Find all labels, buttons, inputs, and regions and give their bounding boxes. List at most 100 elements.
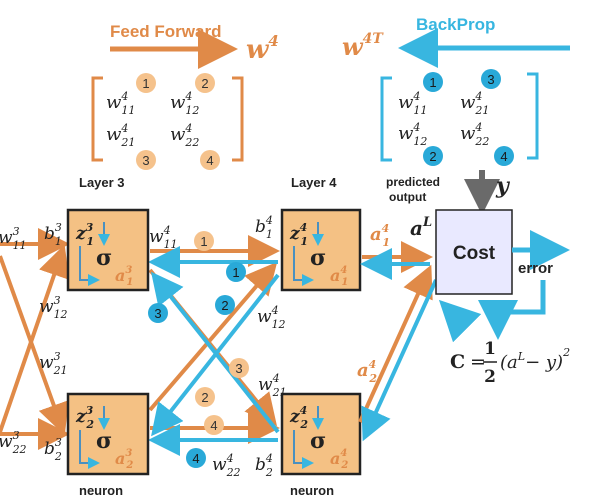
ff-badge-2: 2 xyxy=(195,73,215,93)
aL-label: aL xyxy=(410,215,432,240)
svg-text:1: 1 xyxy=(429,75,436,90)
svg-text:4: 4 xyxy=(192,451,199,466)
svg-text:4: 4 xyxy=(206,153,213,168)
bp-badge-2: 2 xyxy=(423,146,443,166)
bp-connections xyxy=(148,246,280,456)
svg-text:3: 3 xyxy=(487,72,494,87)
svg-text:3: 3 xyxy=(142,153,149,168)
formula-c: C xyxy=(450,351,465,373)
mid-badge-ff-1: 1 xyxy=(194,231,214,251)
bp-badge-4: 4 xyxy=(494,146,514,166)
error-return-arrow xyxy=(478,280,546,340)
w4t-bp-label: w4T xyxy=(342,31,384,61)
error-label: error xyxy=(518,260,553,277)
svg-text:4: 4 xyxy=(210,418,217,433)
formula-num: 1 xyxy=(484,339,496,359)
ff-matrix-right-bracket xyxy=(232,76,244,162)
feed-forward-title: Feed Forward xyxy=(110,22,221,41)
ff-matrix-left-bracket xyxy=(91,76,103,162)
sigma-l4-2: σ xyxy=(310,428,326,454)
ff-w21-line xyxy=(148,261,278,412)
sigma-l3-2: σ xyxy=(96,428,112,454)
output-label: output xyxy=(389,190,426,204)
formula-den: 2 xyxy=(484,367,496,387)
neuron-label-left: neuron xyxy=(79,483,123,498)
mid-badge-bp-3: 3 xyxy=(148,303,168,323)
incoming-connections xyxy=(0,228,70,450)
bp-matrix-left-bracket xyxy=(380,76,392,162)
svg-text:2: 2 xyxy=(429,149,436,164)
mid-badge-ff-4: 4 xyxy=(204,415,224,435)
svg-text:4: 4 xyxy=(500,149,507,164)
mid-badge-bp-1: 1 xyxy=(226,262,246,282)
svg-text:2: 2 xyxy=(201,76,208,91)
y-label: y xyxy=(495,173,511,199)
w4-ff-label: w4 xyxy=(246,32,279,65)
mid-badge-bp-4: 4 xyxy=(186,448,206,468)
mid-badge-ff-2: 2 xyxy=(195,387,215,407)
neuron-label-right: neuron xyxy=(290,483,334,498)
mid-badge-ff-3: 3 xyxy=(229,358,249,378)
svg-text:2: 2 xyxy=(201,390,208,405)
sigma-l3-1: σ xyxy=(96,245,112,271)
backprop-title: BackProp xyxy=(416,15,495,34)
mid-badge-bp-2: 2 xyxy=(215,295,235,315)
w3-11-label: w311 xyxy=(0,225,27,252)
svg-text:1: 1 xyxy=(200,234,207,249)
predicted-label: predicted xyxy=(386,175,440,189)
svg-text:3: 3 xyxy=(235,361,242,376)
formula-body: (aL− y)2 xyxy=(500,346,570,373)
a42-to-cost-arrow xyxy=(358,264,433,423)
formula-eq: = xyxy=(470,351,486,373)
layer3-label: Layer 3 xyxy=(79,175,125,190)
svg-text:2: 2 xyxy=(221,298,228,313)
svg-text:1: 1 xyxy=(232,265,239,280)
w3-22-label: w322 xyxy=(0,429,27,456)
cost-label: Cost xyxy=(453,243,496,264)
incoming-w21-line xyxy=(0,255,69,436)
svg-text:1: 1 xyxy=(142,76,149,91)
bp-badge-3: 3 xyxy=(481,69,501,89)
sigma-l4-1: σ xyxy=(310,245,326,271)
cost-to-a42-arrow xyxy=(361,279,438,442)
cost-feedback-arrow xyxy=(438,299,482,343)
ff-badge-3: 3 xyxy=(136,150,156,170)
cost-box: Cost xyxy=(435,209,513,295)
ff-badge-1: 1 xyxy=(136,73,156,93)
ff-badge-4: 4 xyxy=(200,150,220,170)
bp-w21-line xyxy=(151,271,280,434)
svg-text:3: 3 xyxy=(154,306,161,321)
